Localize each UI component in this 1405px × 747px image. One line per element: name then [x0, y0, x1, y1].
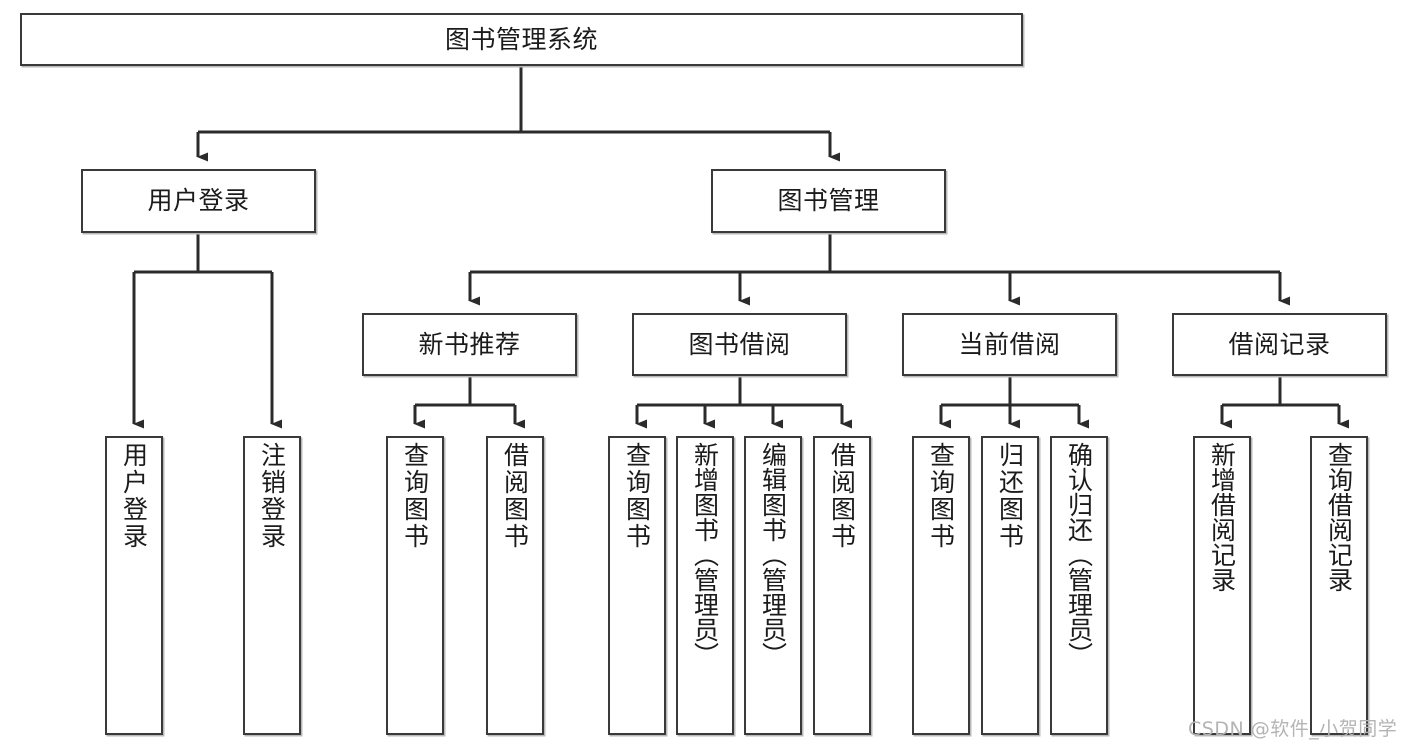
node-new-book-recommend[interactable]: 新书推荐: [362, 313, 577, 376]
node-root-book-management-system[interactable]: 图书管理系统: [20, 13, 1023, 66]
node-leaf-add-book-admin[interactable]: 新增图书（管理员）: [676, 436, 734, 735]
node-leaf-query-book-borrow[interactable]: 查询图书: [608, 436, 666, 735]
node-label: 注销登录: [257, 442, 287, 550]
node-label: 查询图书: [400, 442, 430, 550]
node-leaf-add-borrow-record[interactable]: 新增借阅记录: [1193, 436, 1251, 735]
node-leaf-logout-login[interactable]: 注销登录: [243, 436, 301, 735]
node-current-borrow[interactable]: 当前借阅: [902, 313, 1117, 376]
node-leaf-edit-book-admin[interactable]: 编辑图书（管理员）: [744, 436, 802, 735]
node-leaf-user-login[interactable]: 用户登录: [105, 436, 163, 735]
node-label: 查询图书: [622, 442, 652, 550]
node-label: 查询借阅记录: [1324, 442, 1354, 592]
node-label: 确认归还（管理员）: [1064, 442, 1094, 667]
node-label: 图书借阅: [688, 329, 791, 359]
node-label: 当前借阅: [958, 329, 1061, 359]
node-leaf-query-book-recommend[interactable]: 查询图书: [386, 436, 444, 735]
node-leaf-borrow-book[interactable]: 借阅图书: [813, 436, 871, 735]
node-label: 新增图书（管理员）: [690, 442, 720, 667]
watermark-text: CSDN @软件_小贺同学: [1188, 718, 1398, 740]
node-label: 新书推荐: [418, 329, 521, 359]
node-user-login[interactable]: 用户登录: [81, 169, 316, 233]
node-label: 借阅图书: [827, 442, 857, 550]
node-label: 用户登录: [147, 186, 250, 215]
node-borrow-record[interactable]: 借阅记录: [1172, 313, 1387, 376]
node-leaf-query-borrow-record[interactable]: 查询借阅记录: [1310, 436, 1368, 735]
node-label: 用户登录: [119, 442, 149, 550]
node-leaf-confirm-return-admin[interactable]: 确认归还（管理员）: [1050, 436, 1108, 735]
node-label: 借阅记录: [1228, 329, 1331, 359]
node-book-management[interactable]: 图书管理: [711, 169, 946, 233]
node-label: 图书管理: [777, 186, 880, 215]
node-label: 查询图书: [926, 442, 956, 550]
node-book-borrow[interactable]: 图书借阅: [632, 313, 847, 376]
node-label: 归还图书: [995, 442, 1025, 550]
node-label: 编辑图书（管理员）: [758, 442, 788, 667]
node-leaf-return-book[interactable]: 归还图书: [981, 436, 1039, 735]
node-leaf-query-book-current[interactable]: 查询图书: [912, 436, 970, 735]
node-label: 新增借阅记录: [1207, 442, 1237, 592]
node-leaf-borrow-book-recommend[interactable]: 借阅图书: [486, 436, 544, 735]
node-label: 借阅图书: [500, 442, 530, 550]
node-label: 图书管理系统: [444, 24, 598, 54]
